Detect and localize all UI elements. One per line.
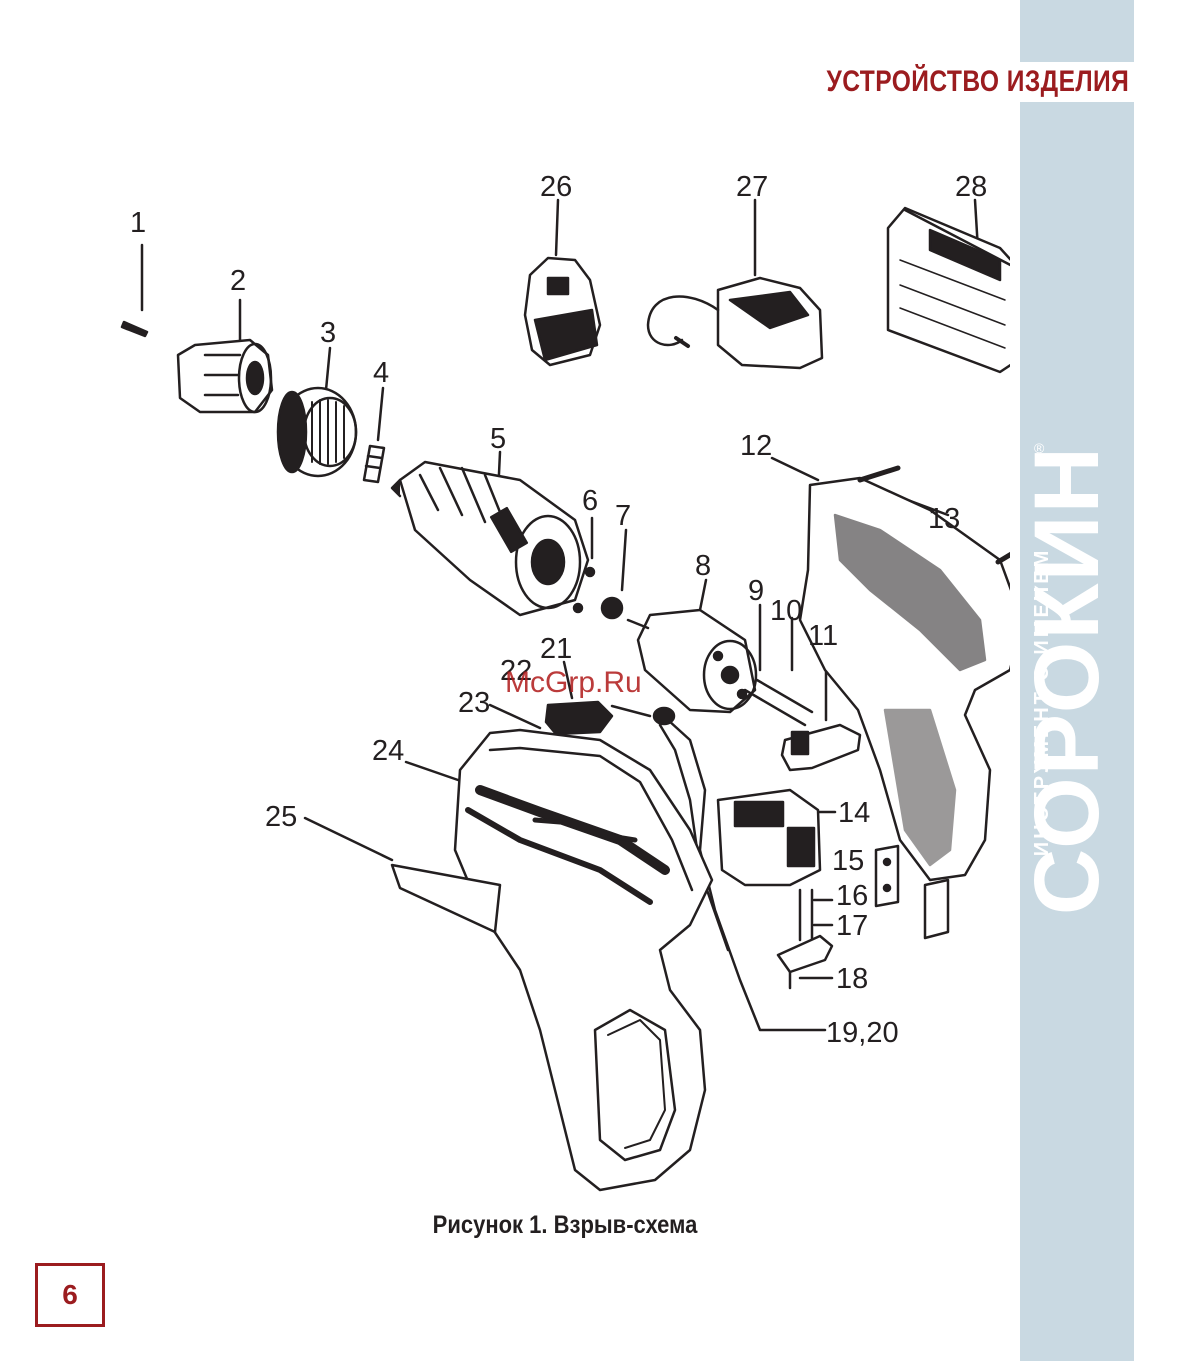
callout-19-20: 19,20 [826,1017,899,1049]
callout-27: 27 [736,171,768,203]
part-16-17-rods [800,890,832,940]
callout-9: 9 [748,575,764,607]
part-4-spring [364,388,384,482]
part-8-motor [628,580,756,712]
callout-12: 12 [740,430,772,462]
callout-16: 16 [836,880,868,912]
page-number: 6 [35,1263,105,1327]
page-title: УСТРОЙСТВО ИЗДЕЛИЯ [810,62,1134,102]
figure-caption: Рисунок 1. Взрыв-схема [68,1211,1062,1240]
part-14-switch [718,790,835,885]
watermark: McGrp.Ru [505,666,642,700]
part-1-pin [122,245,147,336]
callout-13: 13 [928,503,960,535]
callout-14: 14 [838,797,870,829]
brand-logo: СОРОКИН ИНСТРУМЕНТ С ИМЕНЕМ ® [1022,440,1132,920]
callout-8: 8 [695,550,711,582]
callout-24: 24 [372,735,404,767]
callout-15: 15 [832,845,864,877]
part-2-chuck [178,300,272,412]
part-24-housing-left [406,730,712,1190]
part-18-trigger [778,936,832,988]
callout-23: 23 [458,687,490,719]
part-28-case [888,200,1010,372]
callout-17: 17 [836,910,868,942]
callout-6: 6 [582,485,598,517]
part-5-gearbox [392,452,588,615]
part-3-gear-ring [278,348,356,476]
part-26-battery [525,200,600,365]
callout-3: 3 [320,317,336,349]
registered-mark: ® [1034,440,1044,456]
callout-21: 21 [540,633,572,665]
callout-4: 4 [373,357,389,389]
brand-tagline: ИНСТРУМЕНТ С ИМЕНЕМ [1030,492,1054,912]
callout-11: 11 [808,620,838,652]
callout-7: 7 [615,500,631,532]
page-number-text: 6 [62,1279,78,1311]
part-7-washer [602,530,626,618]
callout-18: 18 [836,963,868,995]
callout-25: 25 [265,801,297,833]
callout-1: 1 [130,207,146,239]
callout-2: 2 [230,265,246,297]
part-27-charger [648,200,822,368]
callout-26: 26 [540,171,572,203]
callout-5: 5 [490,423,506,455]
callout-10: 10 [770,595,802,627]
callout-28: 28 [955,171,987,203]
